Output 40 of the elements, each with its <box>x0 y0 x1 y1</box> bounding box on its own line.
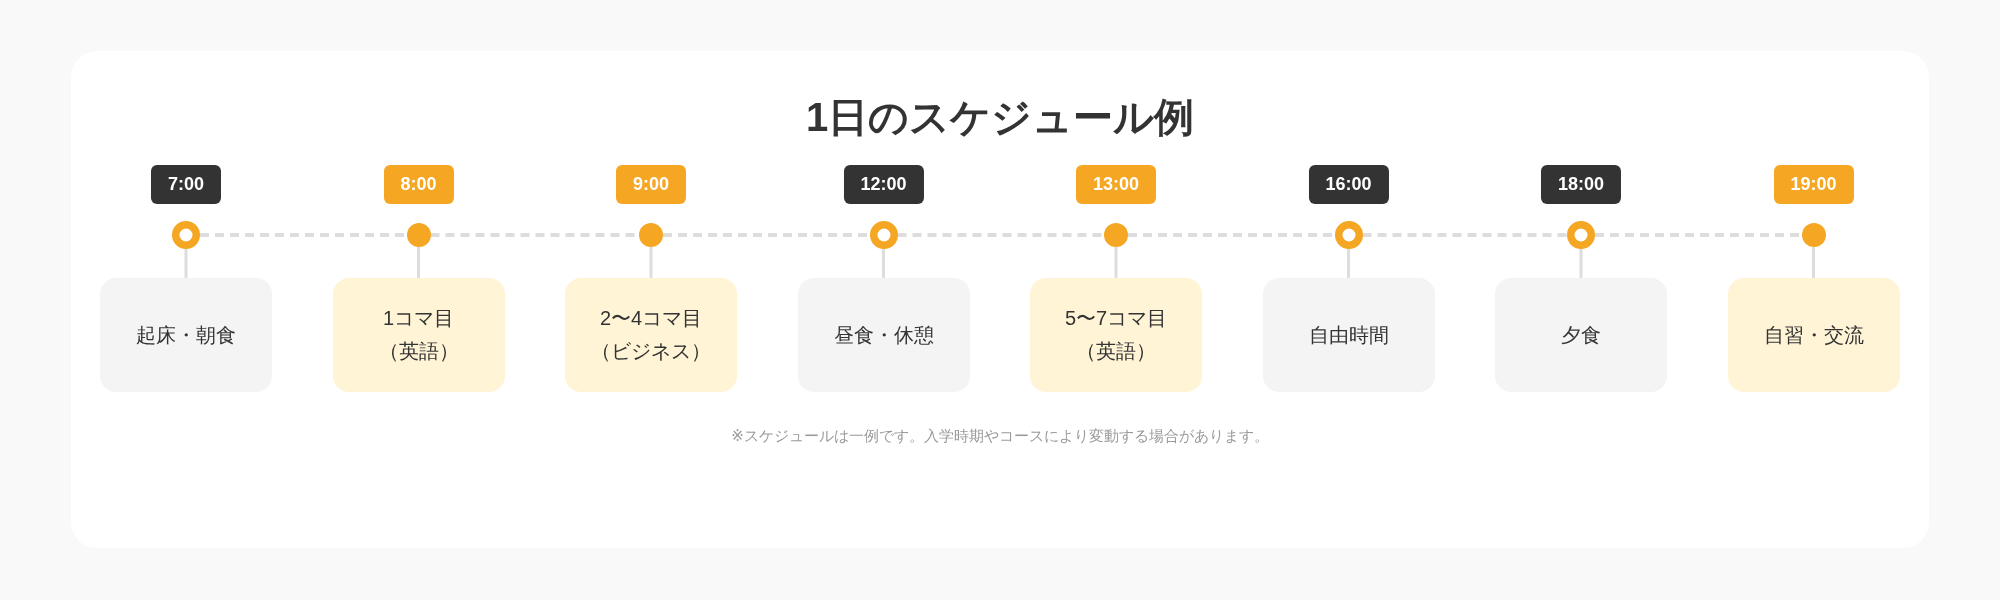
time-badge: 8:00 <box>383 165 454 204</box>
dot-marker <box>1104 223 1128 247</box>
activity-box: 1コマ目（英語） <box>332 278 505 392</box>
dot-marker <box>406 223 431 247</box>
ring-marker <box>172 221 200 249</box>
ring-marker <box>869 221 898 249</box>
footnote: ※スケジュールは一例です。入学時期やコースにより変動する場合があります。 <box>731 426 1269 446</box>
dashed-line <box>663 233 870 237</box>
dashed-line <box>1128 233 1335 237</box>
activity-box: 自由時間 <box>1262 278 1435 392</box>
dashed-line <box>200 233 407 237</box>
connector-line <box>882 249 885 278</box>
dashed-line <box>897 233 1104 237</box>
ring-marker <box>1334 221 1363 249</box>
ring-marker <box>1567 221 1595 249</box>
connector-line <box>184 249 188 278</box>
connector-line <box>649 247 653 278</box>
activity-box: 昼食・休憩 <box>797 278 970 392</box>
activity-box: 2〜4コマ目（ビジネス） <box>565 278 737 392</box>
time-badge: 12:00 <box>843 165 924 204</box>
connector-line <box>1347 249 1350 278</box>
activity-box: 夕食 <box>1495 278 1667 392</box>
connector-line <box>1114 247 1118 278</box>
dashed-line <box>1595 233 1802 237</box>
dot-marker <box>639 223 663 247</box>
dot-marker <box>1801 223 1826 247</box>
title: 1日のスケジュール例 <box>805 94 1195 141</box>
connector-line <box>1579 249 1583 278</box>
activity-box: 5〜7コマ目（英語） <box>1030 278 1202 392</box>
time-badge: 13:00 <box>1076 165 1156 204</box>
time-badge: 16:00 <box>1308 165 1389 204</box>
time-badge: 18:00 <box>1541 165 1621 204</box>
connector-line <box>417 247 420 278</box>
activity-box: 自習・交流 <box>1727 278 1900 392</box>
connector-line <box>1812 247 1815 278</box>
time-badge: 19:00 <box>1773 165 1854 204</box>
dashed-line <box>1362 233 1567 237</box>
time-badge: 9:00 <box>616 165 686 204</box>
activity-box: 起床・朝食 <box>100 278 272 392</box>
time-badge: 7:00 <box>151 165 221 204</box>
